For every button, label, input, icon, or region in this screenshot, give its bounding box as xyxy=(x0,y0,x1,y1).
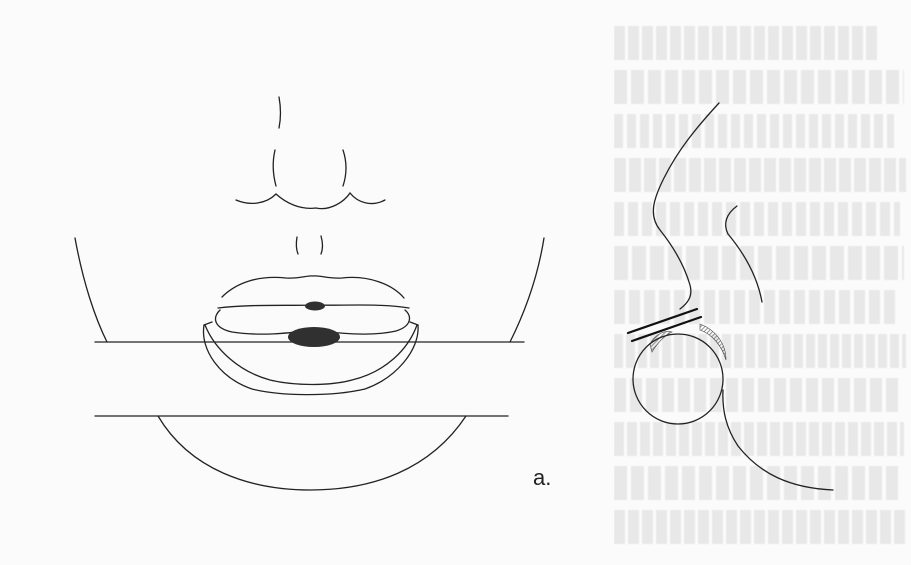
nose-bridge-left xyxy=(279,97,281,128)
profile-ball xyxy=(633,334,723,424)
nose-base xyxy=(236,193,385,209)
profile-cheek xyxy=(728,234,762,302)
chin xyxy=(158,416,466,490)
lower-dark-mark xyxy=(288,327,340,347)
cheek-right xyxy=(510,238,544,342)
upper-dark-mark xyxy=(305,302,325,311)
profile-forehead-nose xyxy=(653,103,719,309)
philtrum-left xyxy=(296,237,298,254)
nose-side-left xyxy=(273,150,276,186)
upper-lip xyxy=(222,276,404,298)
front-view xyxy=(75,97,544,490)
lower-lip-rim xyxy=(204,322,418,325)
philtrum-right xyxy=(321,236,323,254)
cheek-left xyxy=(75,238,107,342)
profile-nostril xyxy=(726,206,737,234)
profile-view xyxy=(653,103,833,490)
nose-bridge-right xyxy=(343,150,346,186)
profile-chin-neck xyxy=(723,390,833,490)
panel-label: a. xyxy=(533,467,551,489)
